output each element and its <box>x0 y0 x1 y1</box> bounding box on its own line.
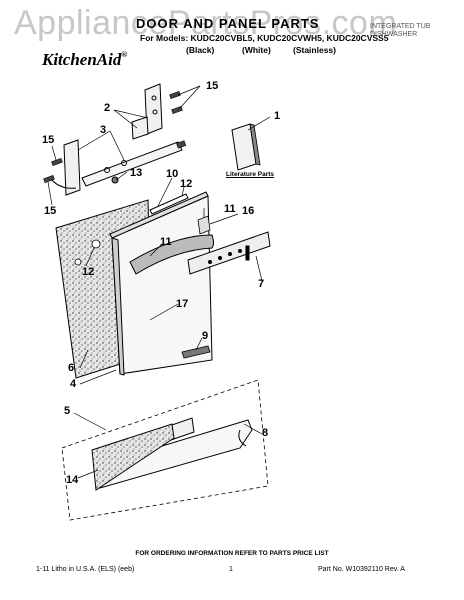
callout-8: 8 <box>262 427 269 439</box>
page-title: DOOR AND PANEL PARTS <box>136 16 320 31</box>
control-panel-strip <box>187 231 271 275</box>
document-type: INTEGRATED TUB DISHWASHER <box>370 23 430 39</box>
handle-bracket <box>197 215 211 235</box>
doc-type-line-1: INTEGRATED TUB <box>370 23 431 30</box>
panel-fastener <box>74 258 82 266</box>
callout-1: 1 <box>274 110 281 122</box>
doc-type-line-2: DISHWASHER <box>370 31 418 38</box>
leader-lines <box>47 85 271 479</box>
callout-10: 10 <box>166 168 179 180</box>
callout-11a: 11 <box>224 203 236 215</box>
color-white: (White) <box>242 45 271 55</box>
callout-7: 7 <box>258 278 265 290</box>
callout-13: 13 <box>130 167 143 179</box>
callout-6: 6 <box>68 362 75 374</box>
callout-5: 5 <box>64 405 71 417</box>
part-number: Part No. W10392110 Rev. A <box>318 566 405 573</box>
brand-logo: KitchenAid® <box>42 50 127 70</box>
registered-mark: ® <box>121 50 128 59</box>
callout-9: 9 <box>202 330 209 342</box>
callout-12a: 12 <box>180 178 193 190</box>
page-number: 1 <box>229 566 233 573</box>
litho-info: 1-11 Litho in U.S.A. (ELS) (eeb) <box>36 566 135 573</box>
door-handle <box>129 234 214 275</box>
color-black: (Black) <box>186 45 215 55</box>
callout-14: 14 <box>66 474 79 486</box>
callout-15a: 15 <box>206 80 219 92</box>
watermark: AppliancePartsPros.com <box>14 4 398 42</box>
callout-15c: 15 <box>44 205 57 217</box>
callout-4: 4 <box>70 378 77 390</box>
callout-11b: 11 <box>160 236 172 248</box>
upper-bracket-assembly <box>49 83 183 196</box>
callout-17: 17 <box>176 298 189 310</box>
callout-16: 16 <box>242 205 255 217</box>
callout-12b: 12 <box>82 266 95 278</box>
literature-booklet <box>231 123 261 171</box>
callout-15b: 15 <box>42 134 55 146</box>
toe-kick-insulation <box>91 423 175 491</box>
callout-3: 3 <box>100 124 107 136</box>
panel-fastener <box>91 239 101 249</box>
models-line: For Models: KUDC20CVBL5, KUDC20CVWH5, KU… <box>140 33 389 43</box>
callout-2: 2 <box>104 102 111 114</box>
literature-parts-label: Literature Parts <box>226 171 275 178</box>
ordering-info: FOR ORDERING INFORMATION REFER TO PARTS … <box>135 550 329 557</box>
model-label <box>181 345 211 359</box>
color-stainless: (Stainless) <box>293 45 336 55</box>
brand-name: KitchenAid <box>42 50 122 69</box>
